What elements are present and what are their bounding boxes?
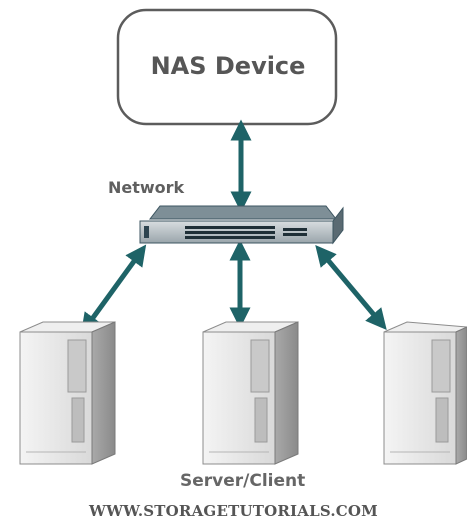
arrow-switch-to-server-right bbox=[315, 244, 387, 331]
server-tower-icon bbox=[383, 321, 467, 465]
server-client-label: Server/Client bbox=[180, 471, 306, 491]
footer-url: WWW.STORAGETUTORIALS.COM bbox=[89, 502, 378, 520]
server-tower-icon bbox=[19, 321, 116, 465]
nas-device-label: NAS Device bbox=[150, 52, 306, 80]
server-tower-icon bbox=[202, 321, 299, 465]
nas-device-box bbox=[116, 8, 338, 126]
arrow-switch-to-server-left bbox=[80, 244, 147, 335]
network-label: Network bbox=[108, 178, 185, 197]
network-switch-icon bbox=[139, 205, 344, 245]
connection-arrows bbox=[80, 119, 387, 335]
